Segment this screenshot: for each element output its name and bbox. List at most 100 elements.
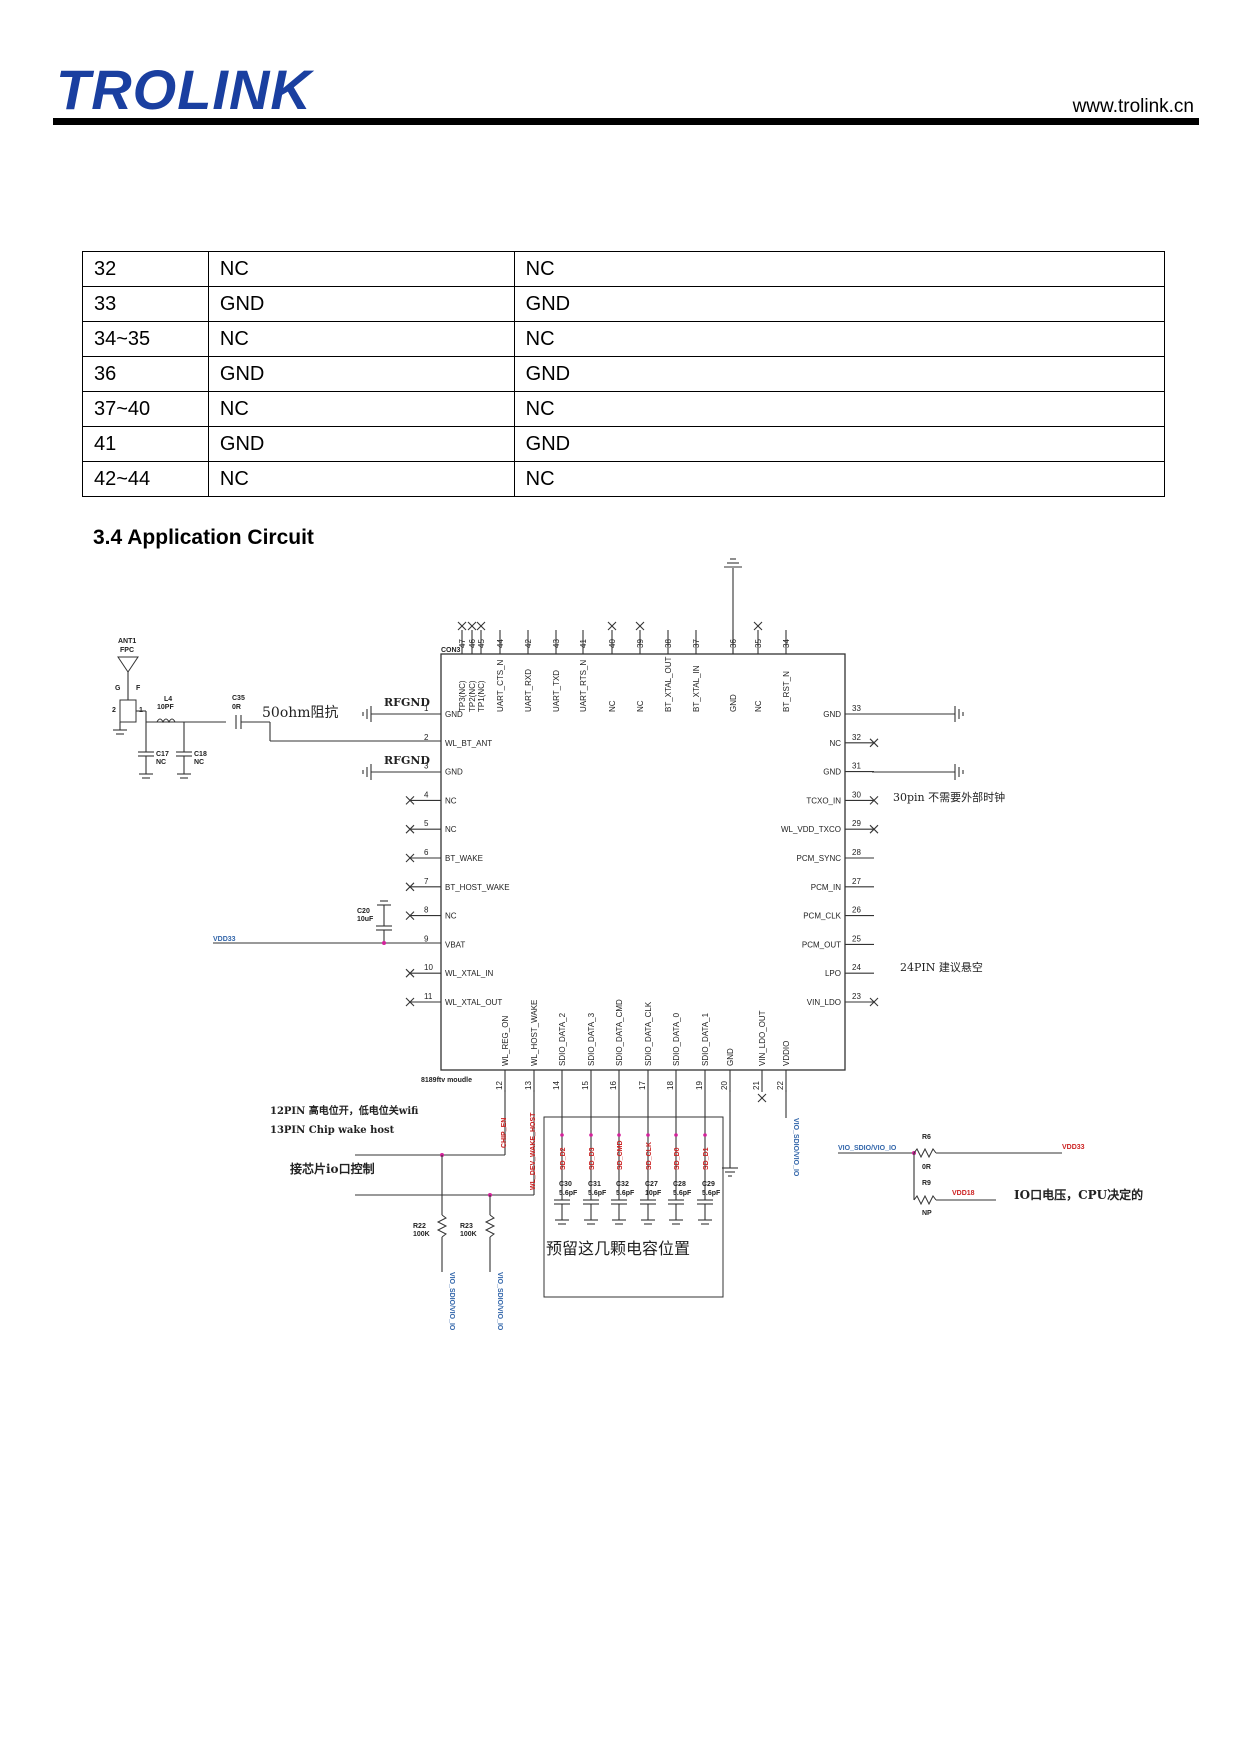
r6-val: 0R [922,1164,931,1171]
right-pin-num: 26 [852,906,861,915]
c20-val: 10uF [357,916,374,923]
pin-function-cell: NC [513,461,1166,497]
bottom-pin-label: SDIO_DATA_1 [701,1012,710,1066]
right-pin-num: 30 [852,790,861,799]
annotation-pin12: 12PIN 高电位开，低电位关wifi [270,1104,419,1117]
bottom-pin-label: SDIO_DATA_CMD [615,999,624,1066]
bottom-pin-label: VIN_LDO_OUT [758,1010,767,1066]
bottom-pin-label: WL_REG_ON [501,1016,510,1066]
left-pin-label: WL_XTAL_IN [445,969,494,978]
top-pin-num: 47 [458,639,467,648]
antenna-ref: ANT1 [118,638,136,645]
bottom-pin-label: SDIO_DATA_0 [672,1012,681,1066]
left-pin-label: BT_WAKE [445,854,483,863]
top-pin-num: 41 [579,639,588,648]
bottom-pin-label: SDIO_DATA_2 [558,1012,567,1066]
annotation-io-control: 接芯片io口控制 [290,1161,375,1176]
rfgnd-label-1: RFGND [384,696,430,709]
ant-pin-2: 2 [112,707,116,714]
ant-pin-f: F [136,685,141,692]
left-pin-num: 4 [424,790,429,799]
net-chip-en: CHIP_EN [501,1118,508,1148]
top-pins: 47TP3(NC)46TP2(NC)45TP1(NC)44UART_CTS_N4… [457,621,791,712]
pin-number-cell: 33 [82,286,209,322]
left-pin-num: 7 [424,877,429,886]
c17-ref: C17 [156,751,169,758]
cap-ref: C29 [702,1181,715,1188]
bottom-net-section: 12PIN 高电位开，低电位关wifi 13PIN Chip wake host… [270,1090,537,1331]
gnd-symbol-top [724,558,742,568]
chip-body [440,653,846,1071]
net-wl-dev-wake-host: WL_DEV_WAKE_HOST [530,1112,537,1190]
left-pin-label: BT_HOST_WAKE [445,883,510,892]
pin-number-cell: 41 [82,426,209,462]
right-pin-num: 24 [852,963,861,972]
right-pin-label: PCM_OUT [802,940,841,949]
left-pin-label: WL_BT_ANT [445,739,492,748]
l4-val: 10PF [157,704,174,711]
bottom-pin-num: 18 [666,1081,675,1090]
right-pin-label: PCM_SYNC [797,854,842,863]
antenna-type: FPC [120,647,134,654]
bottom-pin-label: VDDIO [782,1041,791,1066]
vdd33-label-left: VDD33 [213,936,236,943]
pin-function-cell: GND [513,356,1166,392]
top-pin-num: 44 [496,639,505,648]
rfgnd-pin3: RFGND [362,754,441,780]
top-pin-label: BT_XTAL_IN [692,665,701,712]
right-pin-num: 27 [852,877,861,886]
cap-val: 5.6pF [616,1190,635,1197]
c35-val: 0R [232,704,241,711]
bottom-pin-label: SDIO_DATA_3 [587,1012,596,1066]
chip-ref: CON3 [441,647,461,654]
annotation-pin24: 24PIN 建议悬空 [900,960,983,974]
left-pin-label: WL_XTAL_OUT [445,998,502,1007]
pin-name-cell: GND [207,426,515,462]
section-title: 3.4 Application Circuit [93,526,314,549]
right-pin-num: 31 [852,762,861,771]
right-pin-num: 33 [852,704,861,713]
top-pin-num: 38 [664,639,673,648]
trolink-logo: TROLINK [56,62,312,118]
annotation-pin13: 13PIN Chip wake host [270,1125,395,1136]
left-pin-num: 10 [424,963,433,972]
sdio-net-label: SD_D1 [703,1147,710,1170]
top-pin-label: BT_XTAL_OUT [664,656,673,712]
vio-label-right: VIO_SDIO/VIO_IO [838,1145,897,1152]
vio-label-pin22: VIO_SDIO/VIO_IO [792,1118,799,1177]
right-pin-label: PCM_CLK [803,912,841,921]
left-pin-num: 1 [424,704,429,713]
vio-label-r23: VIO_SDIO/VIO_IO [496,1272,503,1331]
cap-ref: C30 [559,1181,572,1188]
pin-number-cell: 34~35 [82,321,209,357]
r9-ref: R9 [922,1180,931,1187]
pin-name-cell: GND [207,286,515,322]
top-pin-num: 46 [468,639,477,648]
top-pin-label: TP3(NC) [458,680,467,712]
left-pin-num: 2 [424,733,429,742]
cap-val: 5.6pF [559,1190,578,1197]
cap-val: 10pF [645,1190,662,1197]
cap-ref: C27 [645,1181,658,1188]
r22-val: 100K [413,1231,430,1238]
top-pin-label: BT_RST_N [782,671,791,712]
bottom-pins: 12WL_REG_ON13WL_HOST_WAKE14SDIO_DATA_215… [495,999,791,1103]
r22-ref: R22 [413,1223,426,1230]
pin-number-cell: 32 [82,251,209,287]
top-pin-num: 40 [608,639,617,648]
right-pin-num: 23 [852,992,861,1001]
right-pin-label: VIN_LDO [807,998,841,1007]
right-pins: 33GND32NC31GND30TCXO_IN29WL_VDD_TXCO28PC… [781,704,879,1007]
io-voltage-select: VIO_SDIO/VIO_IO R6 0R VDD33 R9 NP VDD18 … [838,1134,1143,1217]
vdd18-label: VDD18 [952,1190,975,1197]
website-url[interactable]: www.trolink.cn [1072,96,1194,117]
top-pin-num: 37 [692,639,701,648]
left-pin-label: NC [445,912,457,921]
pin-name-cell: GND [207,356,515,392]
bottom-pin-num: 17 [638,1081,647,1090]
